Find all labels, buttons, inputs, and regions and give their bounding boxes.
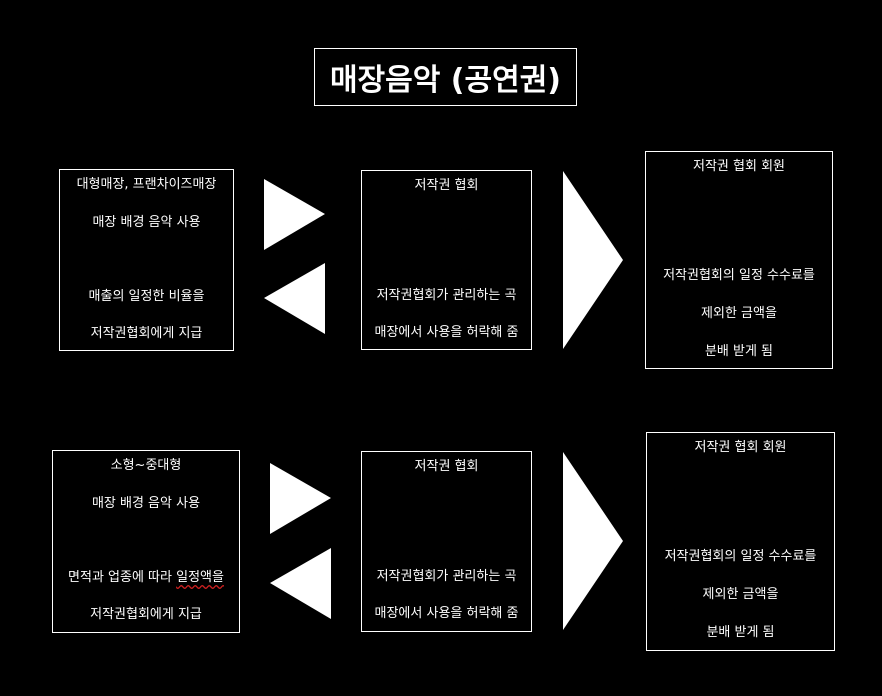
right-arrow-icon <box>270 463 331 534</box>
payer-payment-line-2: 저작권협회에게 지급 <box>90 607 202 622</box>
payer-payment-text: 면적과 업종에 따라 <box>68 570 177 585</box>
spellcheck-marked-word: 일정액을 <box>176 570 224 585</box>
member-title: 저작권 협회 회원 <box>693 159 785 174</box>
payer-usage: 매장 배경 음악 사용 <box>91 496 201 511</box>
payer-payment-line-1: 면적과 업종에 따라 일정액을 <box>53 569 239 587</box>
member-title: 저작권 협회 회원 <box>694 440 787 455</box>
association-box: 저작권 협회 저작권협회가 관리하는 곡 매장에서 사용을 허락해 줌 <box>361 451 532 632</box>
association-title: 저작권 협회 <box>414 178 479 193</box>
payer-box-small-store: 소형~중대형 매장 배경 음악 사용 면적과 업종에 따라 일정액을 저작권협회… <box>52 450 240 633</box>
association-desc-line-2: 매장에서 사용을 허락해 줌 <box>374 606 519 621</box>
large-right-arrow-icon <box>563 452 623 630</box>
member-desc-line-1: 저작권협회의 일정 수수료를 <box>664 549 817 564</box>
payer-type: 대형매장, 프랜차이즈매장 <box>76 177 217 192</box>
member-box: 저작권 협회 회원 저작권협회의 일정 수수료를 제외한 금액을 분배 받게 됨 <box>646 432 835 651</box>
payer-usage: 매장 배경 음악 사용 <box>92 215 201 230</box>
payer-type: 소형~중대형 <box>110 458 182 473</box>
payer-payment-line-1: 매출의 일정한 비율을 <box>88 289 205 304</box>
association-title: 저작권 협회 <box>414 459 479 474</box>
payer-box-large-store: 대형매장, 프랜차이즈매장 매장 배경 음악 사용 매출의 일정한 비율을 저작… <box>59 169 234 351</box>
association-desc-line-2: 매장에서 사용을 허락해 줌 <box>374 325 519 340</box>
association-box: 저작권 협회 저작권협회가 관리하는 곡 매장에서 사용을 허락해 줌 <box>361 170 532 350</box>
member-desc-line-2: 제외한 금액을 <box>702 587 779 602</box>
left-arrow-icon <box>270 548 331 619</box>
right-arrow-icon <box>264 179 325 250</box>
left-arrow-icon <box>264 263 325 334</box>
large-right-arrow-icon <box>563 171 623 349</box>
association-desc-line-1: 저작권협회가 관리하는 곡 <box>376 288 517 303</box>
member-desc-line-1: 저작권협회의 일정 수수료를 <box>663 268 815 283</box>
member-desc-line-3: 분배 받게 됨 <box>706 625 775 640</box>
diagram-title: 매장음악 (공연권) <box>314 48 577 106</box>
member-box: 저작권 협회 회원 저작권협회의 일정 수수료를 제외한 금액을 분배 받게 됨 <box>645 151 833 369</box>
member-desc-line-2: 제외한 금액을 <box>701 306 777 321</box>
association-desc-line-1: 저작권협회가 관리하는 곡 <box>376 569 517 584</box>
member-desc-line-3: 분배 받게 됨 <box>704 344 774 359</box>
payer-payment-line-2: 저작권협회에게 지급 <box>90 326 203 341</box>
